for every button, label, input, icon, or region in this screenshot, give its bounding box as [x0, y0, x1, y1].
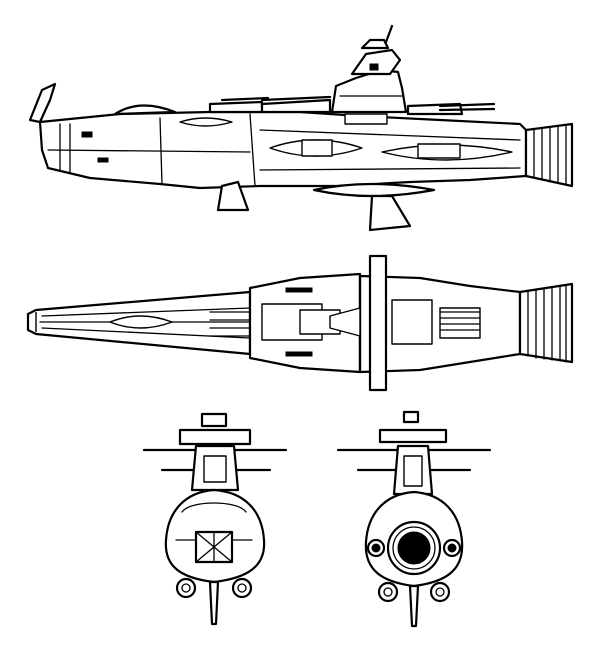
front-pod-left [175, 577, 197, 599]
forward-strut [216, 180, 250, 212]
front-turret-deck [178, 428, 252, 446]
rear-view [336, 410, 492, 628]
front-view [142, 412, 288, 626]
front-keel-fin [208, 580, 220, 626]
rear-turret-deck [378, 428, 448, 444]
side-view [28, 24, 574, 232]
forward-dome [113, 104, 177, 116]
front-pod-right [231, 577, 253, 599]
rear-keel-fin [408, 584, 420, 628]
prow-fin [28, 82, 57, 124]
top-wing-bar [368, 254, 388, 392]
keel-pod [312, 182, 436, 198]
rear-pod-left [377, 581, 399, 603]
bridge-tower [330, 68, 408, 114]
top-engine-nozzle [518, 282, 574, 364]
side-engine-nozzle [524, 122, 574, 188]
top-view [26, 254, 574, 392]
forward-turret [208, 100, 264, 114]
rear-pod-right [429, 581, 451, 603]
aft-strut [368, 194, 412, 232]
